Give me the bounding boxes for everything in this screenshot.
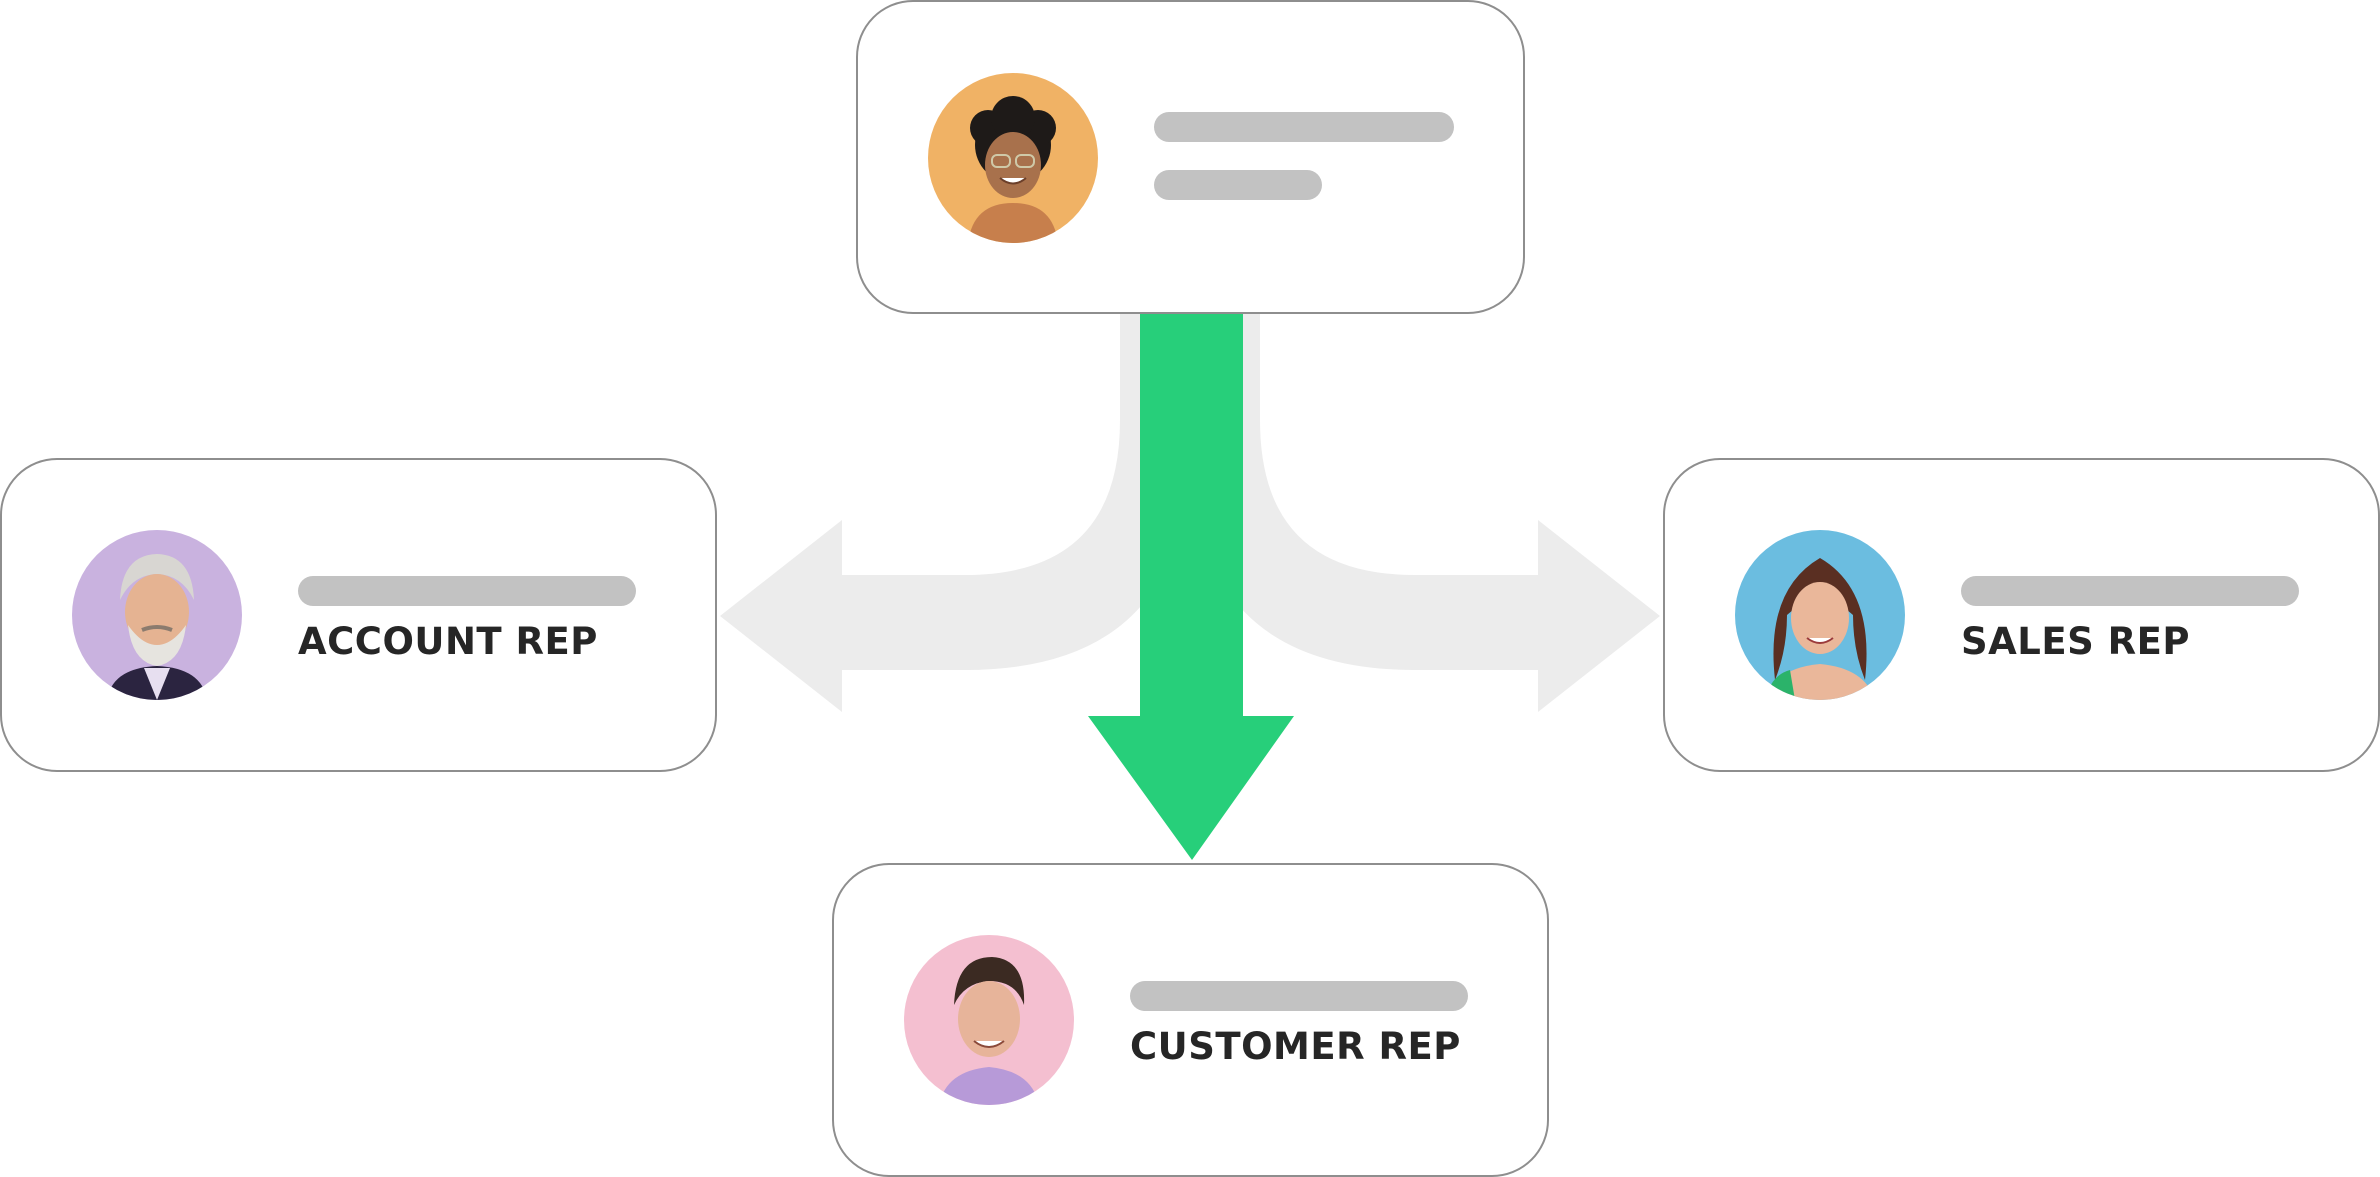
person-avatar-icon xyxy=(72,530,242,700)
person-avatar-icon xyxy=(1735,530,1905,700)
sales-rep-card[interactable]: SALES REP xyxy=(1663,458,2380,772)
manager-card[interactable] xyxy=(856,0,1525,314)
person-avatar-icon xyxy=(928,73,1098,243)
customer-rep-card[interactable]: CUSTOMER REP xyxy=(832,863,1549,1177)
node-label: CUSTOMER REP xyxy=(1130,1025,1461,1068)
person-avatar-icon xyxy=(904,935,1074,1105)
node-label: ACCOUNT REP xyxy=(298,620,598,663)
account-rep-card[interactable]: ACCOUNT REP xyxy=(0,458,717,772)
title-placeholder-bar xyxy=(1154,170,1322,200)
name-placeholder-bar xyxy=(1130,981,1468,1011)
name-placeholder-bar xyxy=(1154,112,1454,142)
name-placeholder-bar xyxy=(298,576,636,606)
name-placeholder-bar xyxy=(1961,576,2299,606)
arrow-to-account-rep xyxy=(720,314,1190,712)
node-label: SALES REP xyxy=(1961,620,2191,663)
arrow-to-customer-rep xyxy=(1088,314,1294,860)
arrow-to-sales-rep xyxy=(1190,314,1660,712)
